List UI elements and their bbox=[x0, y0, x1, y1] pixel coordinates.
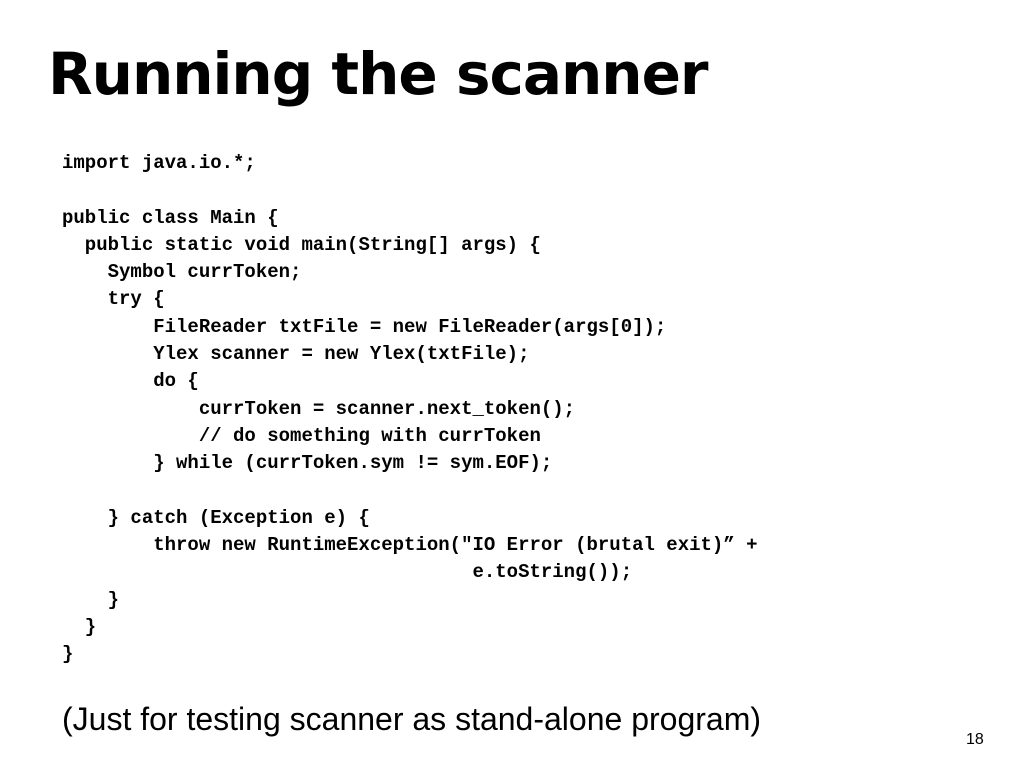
code-block: import java.io.*; public class Main { pu… bbox=[62, 150, 962, 669]
code-line: } while (currToken.sym != sym.EOF); bbox=[62, 452, 553, 475]
code-line bbox=[62, 478, 962, 505]
slide-title: Running the scanner bbox=[48, 40, 709, 108]
code-line: public static void main(String[] args) { bbox=[62, 233, 541, 256]
code-line: } bbox=[62, 643, 74, 666]
code-line: Symbol currToken; bbox=[62, 261, 302, 284]
code-line: public class Main { bbox=[62, 206, 279, 229]
code-line: } catch (Exception e) { bbox=[62, 506, 370, 529]
page-number: 18 bbox=[966, 731, 984, 748]
code-line: e.toString()); bbox=[62, 561, 633, 584]
code-line: FileReader txtFile = new FileReader(args… bbox=[62, 315, 667, 338]
code-line: } bbox=[62, 616, 97, 639]
code-line: try { bbox=[62, 288, 165, 311]
code-line: throw new RuntimeException("IO Error (br… bbox=[62, 534, 758, 557]
code-line bbox=[62, 177, 962, 204]
code-line: currToken = scanner.next_token(); bbox=[62, 397, 576, 420]
slide-caption: (Just for testing scanner as stand-alone… bbox=[62, 701, 761, 737]
code-line: } bbox=[62, 588, 120, 611]
code-line: Ylex scanner = new Ylex(txtFile); bbox=[62, 343, 530, 366]
code-line: // do something with currToken bbox=[62, 424, 541, 447]
code-line: do { bbox=[62, 370, 199, 393]
code-line: import java.io.*; bbox=[62, 152, 256, 174]
